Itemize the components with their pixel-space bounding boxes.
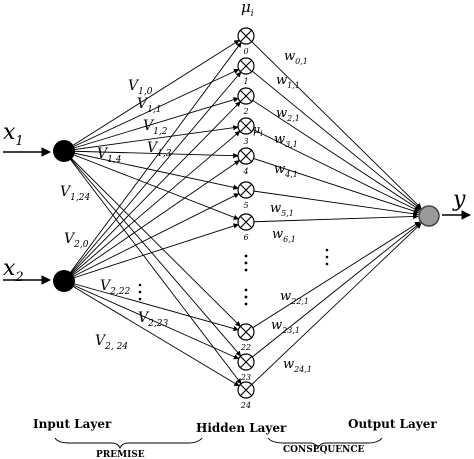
hidden-node-22: 22	[237, 323, 255, 352]
premise-label: PREMISE	[96, 450, 145, 459]
w-label-22-1: w22,1	[280, 289, 309, 306]
mu-label-mid: μi	[253, 123, 263, 138]
edge-x2-h9	[63, 280, 240, 387]
hidden-node-index: 4	[242, 167, 248, 176]
edge-x1-h0	[63, 39, 240, 152]
hidden-node-0: 0	[237, 27, 255, 56]
output-label-y: y	[452, 187, 466, 212]
input-layer-label: Input Layer	[33, 417, 112, 431]
edge-x1-h5	[63, 150, 239, 190]
w-label-1-1: w1,1	[276, 73, 300, 90]
edge-x1-h8	[63, 150, 242, 357]
v-label-1-2: V1,2	[143, 118, 168, 137]
hidden-node-index: 6	[243, 233, 248, 242]
hidden-node-index: 3	[243, 137, 248, 146]
edge-h6-y	[253, 213, 419, 223]
hidden-node-index: 2	[242, 107, 248, 116]
edge-x2-h7	[63, 280, 239, 332]
hidden-node-index: 23	[240, 373, 251, 382]
edge-h2-y	[252, 100, 421, 211]
w-label-0-1: w0,1	[284, 49, 308, 66]
output-node	[418, 205, 440, 227]
edge-x1-h6	[63, 150, 240, 220]
hidden-node-index: 22	[240, 343, 251, 352]
w-label-24-1: w24,1	[283, 357, 312, 374]
edge-h1-y	[251, 70, 421, 210]
input-hidden-connections	[63, 39, 242, 387]
input-label-x2: x2	[3, 256, 24, 285]
input-label-x1: x1	[3, 120, 24, 149]
hidden-node-index: 24	[240, 401, 251, 410]
edge-x2-h4	[63, 160, 240, 282]
output-layer-label: Output Layer	[348, 417, 437, 431]
edge-h0-y	[251, 41, 422, 209]
input-node-x2	[53, 270, 75, 292]
edge-x1-h1	[63, 68, 240, 152]
input-node-x1	[53, 140, 75, 162]
edge-x2-h2	[63, 101, 241, 282]
w-label-5-1: w5,1	[270, 201, 294, 218]
edge-h3-y	[252, 129, 420, 212]
w-label-4-1: w4,1	[274, 162, 298, 179]
v-label-2-22: V2,22	[100, 278, 130, 297]
edge-x1-h2	[63, 97, 239, 152]
hidden-node-4: 4	[237, 147, 255, 176]
w-label-23-1: w23,1	[271, 318, 300, 335]
edge-x1-h9	[63, 150, 242, 385]
edge-x2-h1	[63, 71, 242, 282]
hidden-node-index: 5	[243, 201, 248, 210]
edge-x1-h3	[63, 125, 239, 152]
mu-label-top: μi	[241, 0, 254, 19]
v-label-1-4: V1,4	[97, 146, 122, 165]
consequence-brace	[267, 437, 383, 450]
hidden-node-index: 0	[243, 47, 248, 56]
hidden-node-1: 1	[237, 57, 255, 86]
hidden-layer-label: Hidden Layer	[196, 421, 287, 435]
hidden-output-connections	[251, 41, 422, 385]
v-label-2-23: V2,23	[138, 310, 168, 329]
edge-h7-y	[252, 221, 421, 329]
edge-h4-y	[253, 158, 420, 214]
premise-brace	[54, 437, 203, 450]
v-label-2-24: V2, 24	[95, 333, 128, 352]
hidden-ellipsis	[244, 254, 248, 306]
v-label-2-0: V2,0	[64, 231, 89, 250]
edge-h8-y	[251, 222, 421, 358]
v-label-1-1: V1,1	[137, 96, 161, 115]
edge-x1-h7	[63, 150, 241, 327]
consequence-label: CONSEQUENCE	[283, 445, 365, 455]
v-ellipsis	[138, 283, 142, 301]
hidden-node-3: 3	[237, 117, 255, 146]
hidden-node-index: 1	[243, 77, 248, 86]
hidden-node-24: 24	[237, 381, 255, 410]
edge-x2-h3	[63, 130, 241, 282]
hidden-node-23: 23	[237, 353, 255, 382]
w-label-3-1: w3,1	[274, 132, 298, 149]
edge-x2-h8	[63, 280, 240, 360]
hidden-node-5: 5	[237, 181, 255, 210]
edge-h5-y	[253, 190, 419, 217]
v-label-1-0: V1,0	[128, 78, 153, 97]
v-label-1-24: V1,24	[60, 184, 90, 203]
edge-h9-y	[251, 223, 422, 385]
weights-ellipsis	[325, 248, 329, 266]
hidden-node-2: 2	[237, 87, 255, 116]
w-label-6-1: w6,1	[272, 227, 296, 244]
edge-x1-h4	[63, 150, 239, 159]
input-weight-labels: V1,0V1,1V1,2V1,3 V1,4V1,24V2,0V2,22V2,23V…	[60, 78, 172, 352]
output-weight-labels: w0,1 w1,1 w2,1 w3,1 w4,1 w5,1 w6,1 w22,1 w23,1 w2…	[270, 49, 312, 374]
hidden-node-6: 6	[237, 213, 255, 242]
w-label-2-1: w2,1	[276, 106, 300, 123]
v-label-1-3: V1,3	[147, 140, 172, 159]
